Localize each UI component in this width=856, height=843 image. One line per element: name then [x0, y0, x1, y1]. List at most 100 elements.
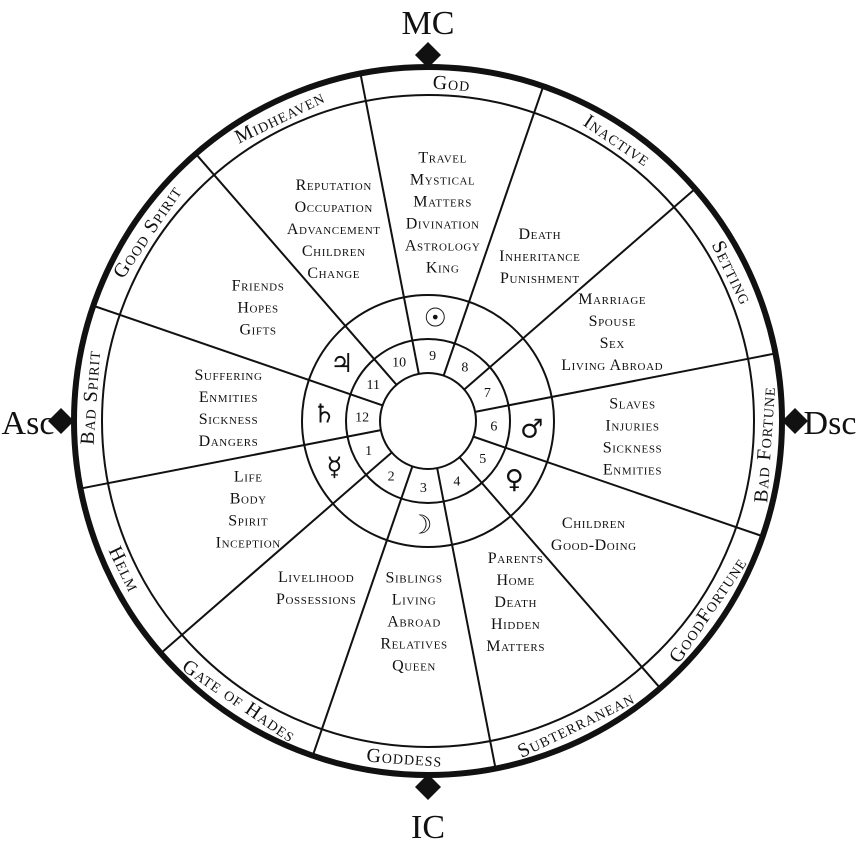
moon-icon: ☽	[409, 511, 432, 541]
dsc-label: Dsc	[804, 405, 856, 442]
house-topic: Travel	[418, 150, 467, 167]
center-circle	[379, 372, 477, 470]
house-topic: Spouse	[589, 313, 636, 330]
house-topic: Queen	[392, 658, 436, 675]
house-name-divider	[533, 85, 545, 114]
house-topic: Hidden	[491, 616, 540, 633]
house-topic: Relatives	[380, 636, 447, 653]
ic-pointer	[415, 774, 441, 800]
house-topic: Death	[519, 226, 562, 243]
house-topic: Parents	[488, 550, 544, 567]
house-name-divider	[673, 188, 696, 208]
house-number: 3	[420, 481, 427, 496]
house-topic: Siblings	[386, 570, 443, 587]
house-number: 2	[388, 470, 395, 485]
house-topic: Livelihood	[278, 569, 354, 586]
house-name: God	[432, 72, 471, 97]
house-topic: Divination	[406, 216, 480, 233]
house-topic: Gifts	[239, 321, 276, 338]
house-number: 8	[461, 360, 468, 375]
house-topic: Marriage	[578, 291, 646, 308]
house-cusp-line	[213, 174, 398, 386]
house-topic: Slaves	[609, 395, 656, 412]
house-name-divider	[160, 634, 183, 654]
house-topic: Occupation	[295, 199, 373, 216]
house-name: GoodFortune	[665, 553, 752, 667]
houses-group: 1☿LifeBodySpiritInceptionHelm2Livelihood…	[77, 72, 781, 772]
house-topic: Spirit	[228, 513, 268, 530]
house-topic: Abroad	[387, 614, 441, 631]
sun-icon: ☉	[424, 303, 447, 333]
asc-pointer	[48, 408, 74, 434]
mc-label: MC	[402, 5, 455, 42]
house-name-divider	[489, 740, 497, 769]
house-topic: Sickness	[603, 439, 663, 456]
house-name: Goddess	[366, 745, 443, 772]
house-3: 3 ☽ SiblingsLivingAbroadRelativesQueenGodd…	[366, 481, 447, 772]
house-name: Good Spirit	[109, 182, 187, 283]
house-number: 5	[479, 452, 486, 467]
mercury-icon: ☿	[327, 453, 343, 483]
house-cusp-line	[320, 466, 414, 730]
house-topic: Home	[496, 572, 534, 589]
house-topic: Inheritance	[499, 248, 580, 265]
house-topic: Change	[307, 265, 360, 282]
house-cusp-line	[463, 206, 675, 391]
mc-pointer	[415, 42, 441, 68]
house-topic: Hopes	[237, 299, 278, 316]
house-topic: Living Abroad	[561, 357, 663, 374]
house-name-divider	[92, 304, 121, 316]
house-topic: Astrology	[405, 238, 481, 255]
jupiter-icon: ♃	[330, 349, 353, 379]
number-ring-outer	[345, 338, 511, 504]
mars-icon: ♂	[520, 414, 543, 444]
house-dividers	[80, 73, 776, 769]
asc-label: Asc	[2, 405, 55, 442]
glyph-ring-outer	[301, 294, 555, 548]
house-name: Subterranean	[514, 687, 638, 763]
house-name-divider	[195, 153, 215, 176]
house-number: 7	[484, 386, 491, 401]
house-cusp-line	[458, 456, 643, 668]
house-topic: Inception	[216, 535, 281, 552]
dsc-pointer	[782, 408, 808, 434]
house-name-divider	[641, 666, 661, 689]
house-number: 12	[355, 410, 369, 425]
house-topic: Possessions	[276, 591, 356, 608]
house-cusp-line	[474, 357, 749, 413]
house-number: 11	[367, 378, 380, 393]
house-topic: Good-Doing	[551, 537, 637, 554]
house-number: 10	[392, 356, 406, 371]
house-number: 6	[490, 420, 497, 435]
house-topic: Advancement	[287, 221, 381, 238]
house-name-divider	[735, 526, 764, 538]
house-name-divider	[80, 482, 109, 490]
house-topic: Children	[302, 243, 366, 260]
house-name-divider	[311, 728, 323, 757]
saturn-icon: ♄	[313, 400, 336, 430]
house-number: 1	[365, 444, 372, 459]
house-topic: Reputation	[296, 177, 372, 194]
house-topic: Body	[230, 491, 267, 508]
house-topic: Dangers	[199, 433, 259, 450]
house-number: 9	[429, 349, 436, 364]
house-topic: Children	[562, 515, 626, 532]
house-cusp-line	[436, 467, 492, 742]
house-topic: Punishment	[500, 270, 580, 287]
house-name-ring	[101, 94, 755, 748]
house-name: Gate of Hades	[178, 655, 300, 747]
house-9: 9☉TravelMysticalMattersDivinationAstrolo…	[405, 72, 481, 365]
house-topic: Living	[392, 592, 437, 609]
house-topic: Enmities	[603, 461, 662, 478]
wheel-structure	[48, 42, 808, 800]
house-topic: Friends	[232, 277, 285, 294]
house-topic: Matters	[486, 638, 545, 655]
house-cusp-line	[119, 313, 383, 407]
house-cusp-line	[107, 429, 382, 485]
house-topic: Suffering	[194, 367, 262, 384]
house-number: 4	[453, 474, 460, 489]
